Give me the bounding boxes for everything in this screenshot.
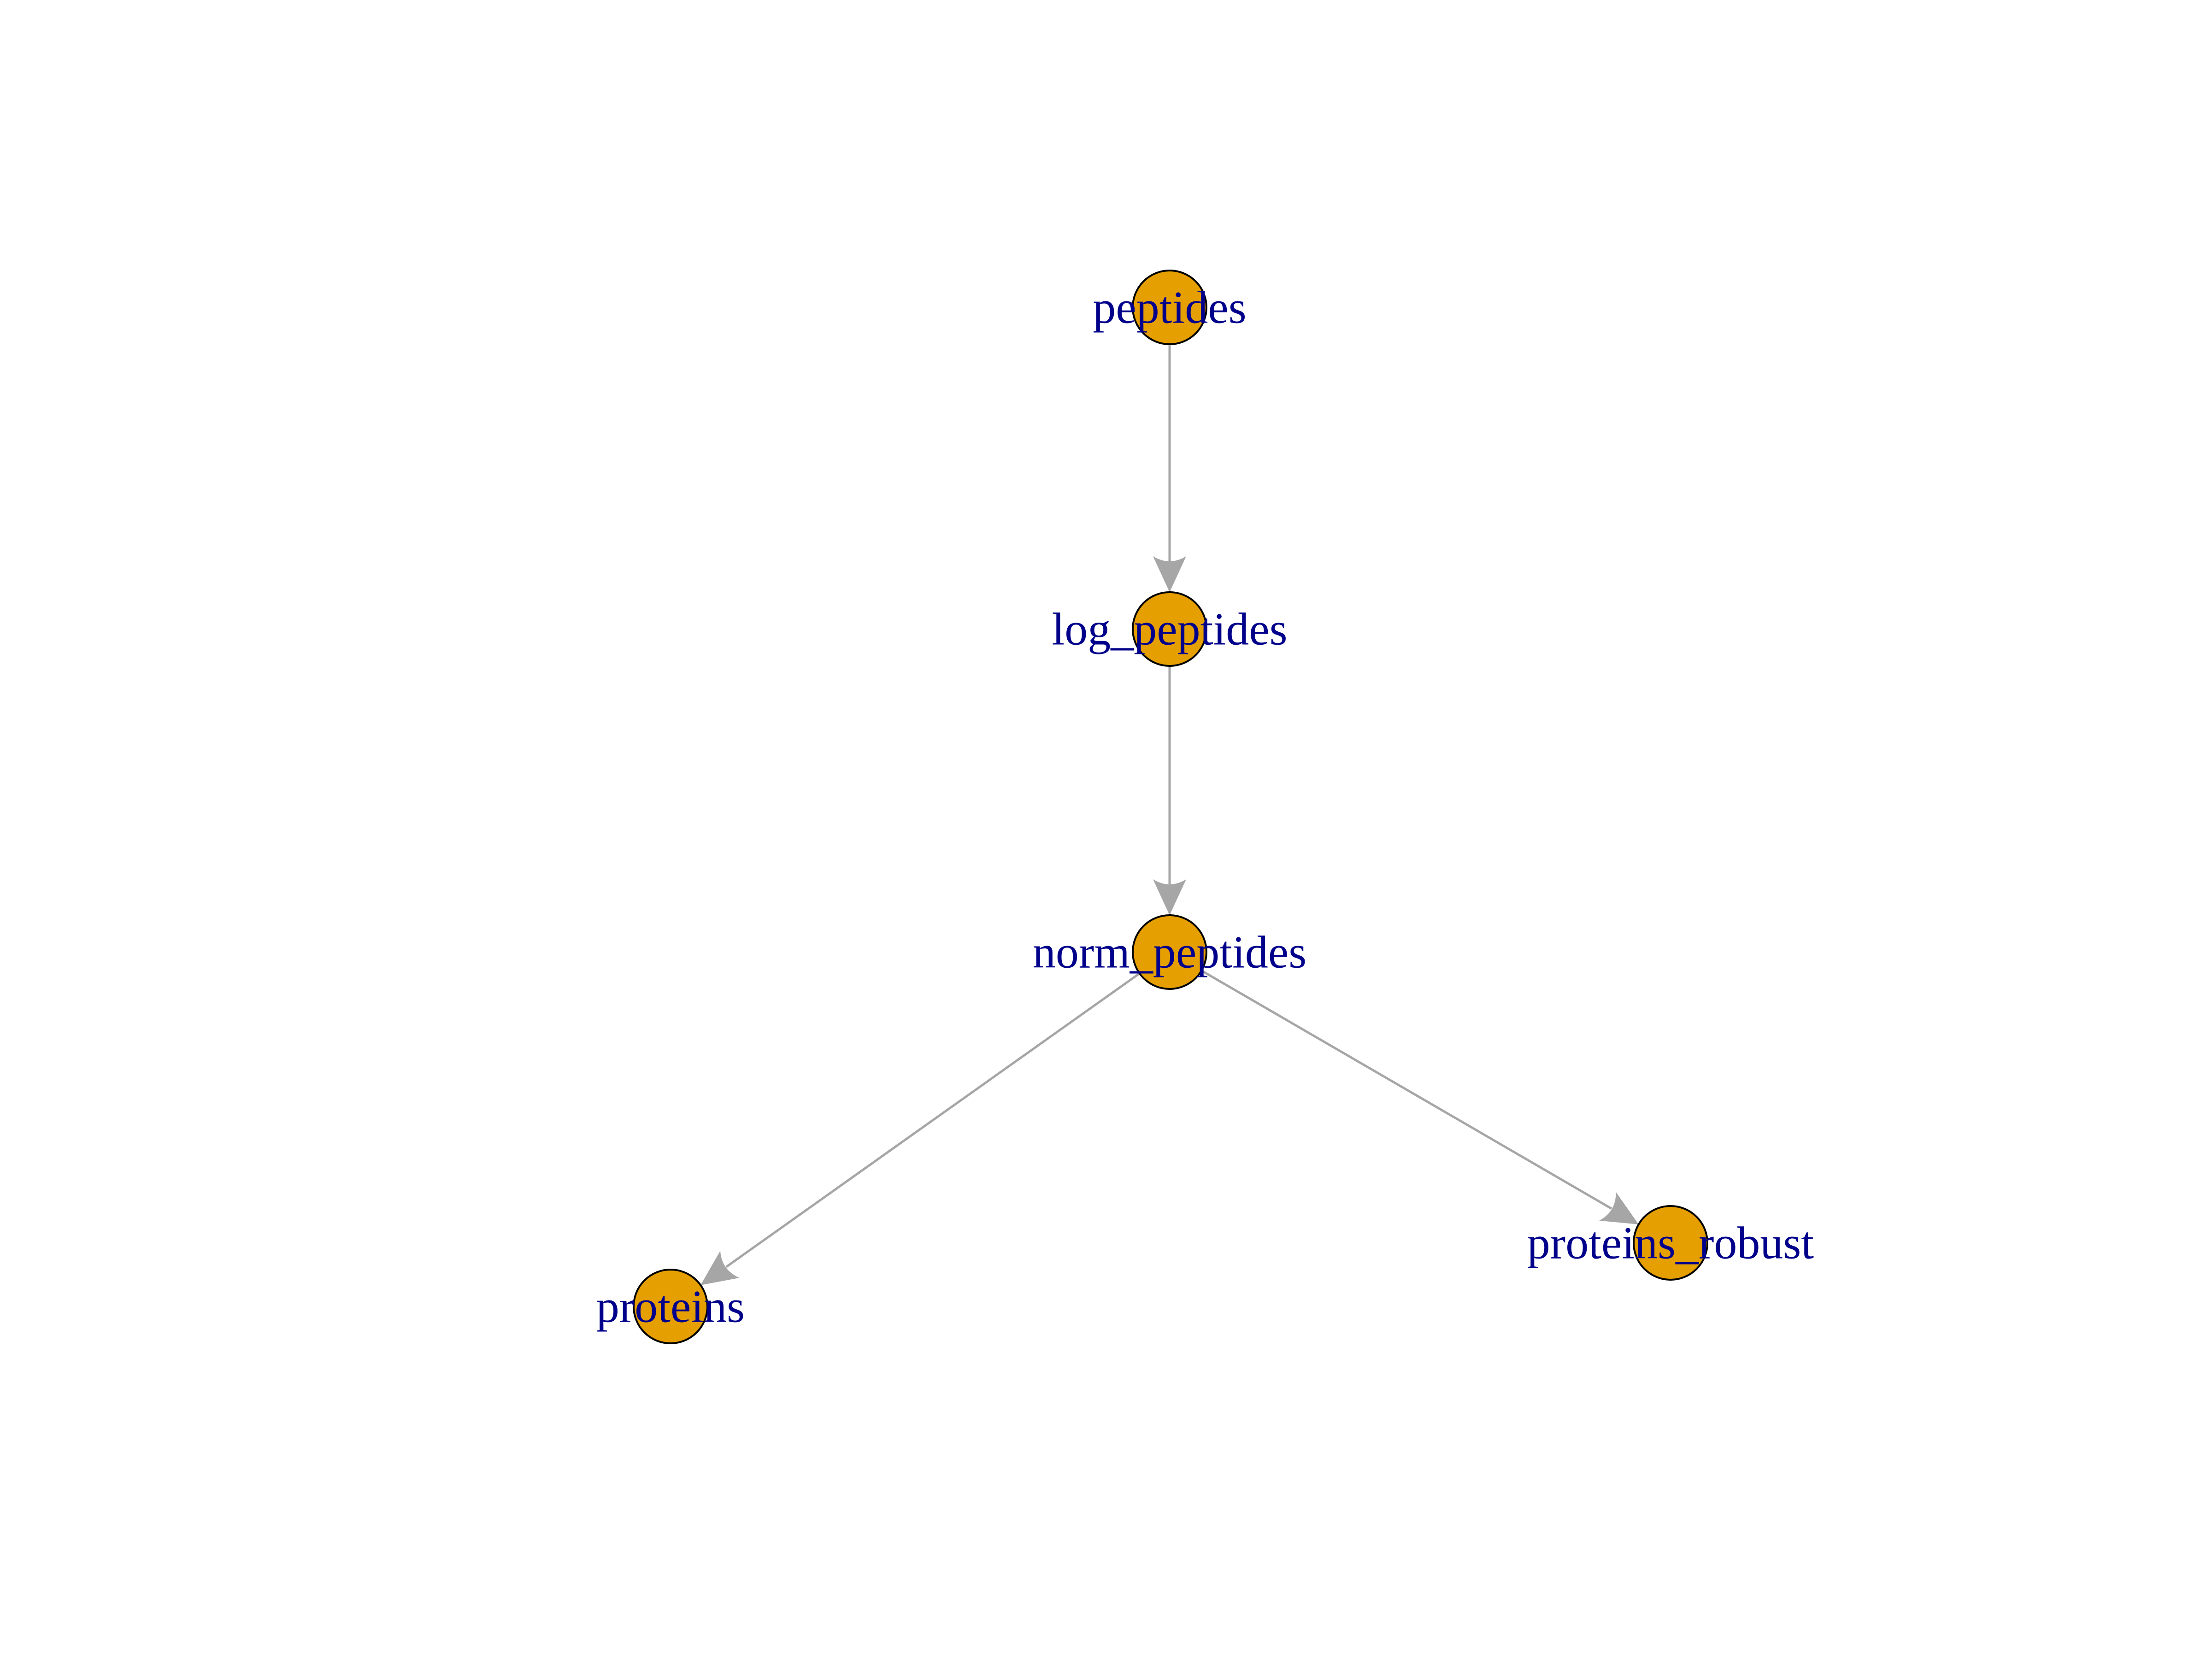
arrowhead-log_peptides-to-norm_peptides bbox=[1153, 879, 1186, 915]
arrowhead-peptides-to-log_peptides bbox=[1153, 556, 1186, 592]
node-peptides: peptides bbox=[1093, 270, 1247, 345]
node-circle bbox=[1132, 591, 1207, 667]
edges-layer bbox=[700, 344, 1639, 1285]
node-label: proteins_robust bbox=[1527, 1218, 1814, 1269]
edge-norm_peptides-to-proteins bbox=[725, 972, 1141, 1268]
arrowhead-norm_peptides-to-proteins bbox=[700, 1251, 740, 1285]
node-norm_peptides: norm_peptides bbox=[1033, 914, 1306, 990]
node-circle bbox=[633, 1269, 708, 1344]
node-label: log_peptides bbox=[1052, 604, 1287, 655]
node-circle bbox=[1132, 270, 1207, 345]
node-circle bbox=[1132, 914, 1207, 990]
edge-norm_peptides-to-proteins_robust bbox=[1200, 970, 1612, 1210]
node-label: proteins bbox=[596, 1281, 745, 1332]
nodes-layer: peptides log_peptides norm_peptidesprotein… bbox=[596, 270, 1814, 1344]
arrowhead-norm_peptides-to-proteins_robust bbox=[1599, 1192, 1639, 1224]
node-proteins: proteins bbox=[596, 1269, 745, 1344]
node-proteins_robust: proteins_robust bbox=[1527, 1205, 1814, 1281]
node-circle bbox=[1633, 1205, 1708, 1281]
node-label: peptides bbox=[1093, 282, 1246, 333]
node-log_peptides: log_peptides bbox=[1052, 591, 1288, 667]
node-label: norm_peptides bbox=[1033, 927, 1306, 978]
